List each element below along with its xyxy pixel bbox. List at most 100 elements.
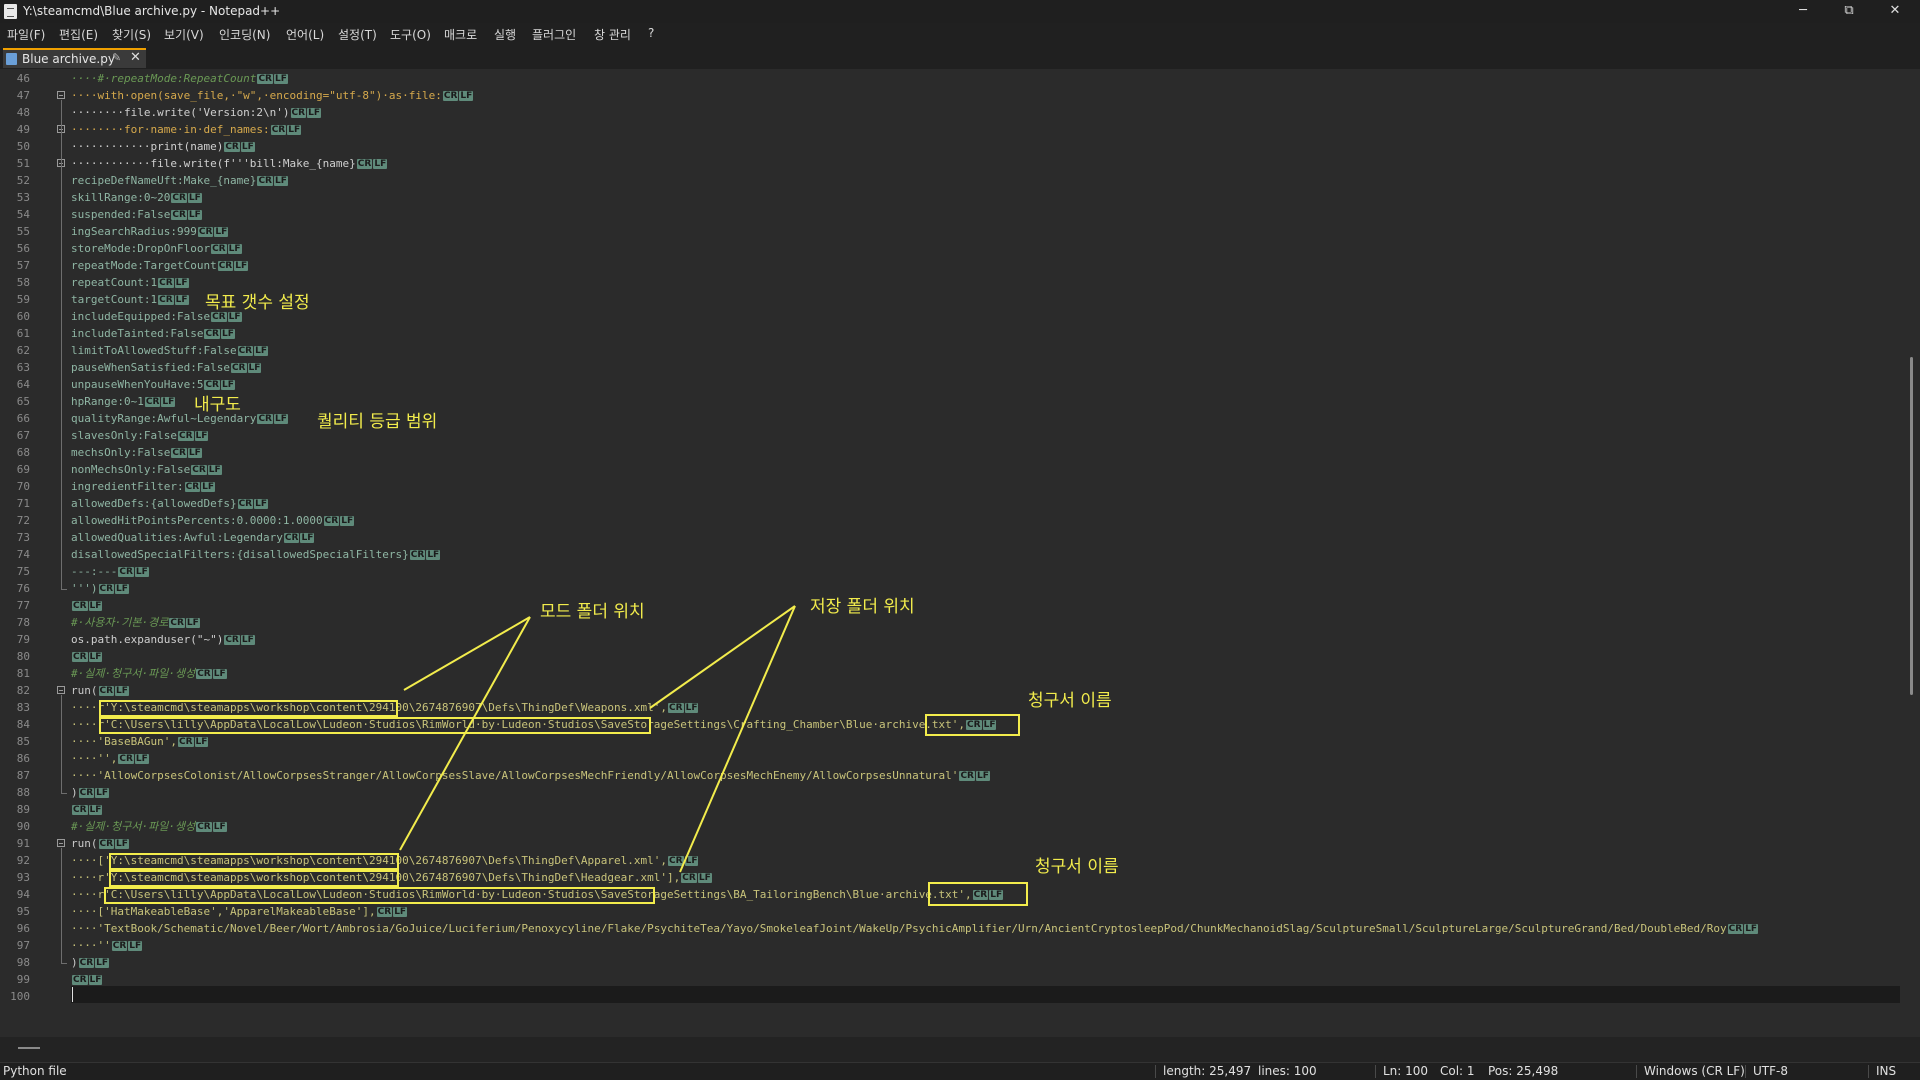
eol-cr-marker: CR xyxy=(72,652,88,662)
eol-lf-marker: LF xyxy=(187,193,202,203)
code-text: run( xyxy=(71,684,98,697)
eol-cr-marker: CR xyxy=(204,329,220,339)
eol-cr-marker: CR xyxy=(224,635,240,645)
tab-close-icon[interactable]: ✕ xyxy=(130,50,141,65)
menu-plugins[interactable]: 플러그인 xyxy=(532,28,577,42)
eol-cr-marker: CR xyxy=(230,363,247,373)
line-number: 99 xyxy=(16,973,30,986)
menu-macro[interactable]: 매크로 xyxy=(444,28,478,42)
fold-toggle-icon[interactable] xyxy=(57,686,65,694)
code-text: #·사용자·기본·경로 xyxy=(71,616,169,629)
menu-window[interactable]: 창 관리 xyxy=(594,28,631,42)
code-text: ) xyxy=(71,956,78,969)
code-line: ····'AllowCorpsesColonist/AllowCorpsesSt… xyxy=(71,767,990,784)
menu-run[interactable]: 실행 xyxy=(494,28,517,42)
line-number: 75 xyxy=(16,565,30,578)
code-text: ingSearchRadius:999 xyxy=(71,225,197,238)
eol-lf-marker: LF xyxy=(684,703,699,713)
horizontal-scroll-thumb[interactable] xyxy=(18,1047,40,1049)
tab-blue-archive[interactable]: Blue archive.py ✎ ✕ xyxy=(3,48,146,68)
line-number: 98 xyxy=(16,956,30,969)
eol-cr-marker: CR xyxy=(211,312,227,322)
code-text: ---:--- xyxy=(71,565,118,578)
eol-cr-marker: CR xyxy=(171,210,187,220)
pin-icon[interactable]: ✎ xyxy=(112,51,122,64)
eol-lf-marker: LF xyxy=(174,278,189,288)
vertical-scroll-thumb[interactable] xyxy=(1910,357,1913,695)
eol-cr-marker: CR xyxy=(966,720,982,730)
tab-bar: Blue archive.py ✎ ✕ xyxy=(0,44,1920,69)
eol-cr-marker: CR xyxy=(118,754,134,764)
line-number: 94 xyxy=(16,888,30,901)
eol-lf-marker: LF xyxy=(128,941,143,951)
eol-cr-marker: CR xyxy=(211,244,227,254)
status-ln: Ln: 100 xyxy=(1383,1064,1429,1078)
eol-cr-marker: CR xyxy=(72,975,88,985)
line-number: 53 xyxy=(16,191,30,204)
menu-language[interactable]: 언어(L) xyxy=(286,28,325,42)
line-number: 65 xyxy=(16,395,30,408)
code-text: #·실제·청구서·파일·생성 xyxy=(71,667,196,680)
eol-lf-marker: LF xyxy=(254,346,269,356)
menu-tools[interactable]: 도구(O) xyxy=(390,28,431,42)
fold-toggle-icon[interactable] xyxy=(57,91,65,99)
line-number: 86 xyxy=(16,752,30,765)
line-number: 73 xyxy=(16,531,30,544)
menu-file[interactable]: 파일(F) xyxy=(7,28,46,42)
code-line: ····['Y:\steamcmd\steamapps\workshop\con… xyxy=(71,852,699,869)
line-number: 49 xyxy=(16,123,30,136)
code-text: unpauseWhenYouHave:5 xyxy=(71,378,204,391)
vertical-scrollbar[interactable] xyxy=(1900,69,1920,1037)
code-text: ············file.write(f'''bill:Make_{na… xyxy=(71,157,356,170)
eol-cr-marker: CR xyxy=(196,822,212,832)
menu-help[interactable]: ? xyxy=(648,26,655,40)
horizontal-scrollbar[interactable] xyxy=(0,1037,1920,1062)
menu-search[interactable]: 찾기(S) xyxy=(112,28,152,42)
menu-edit[interactable]: 편집(E) xyxy=(59,28,99,42)
menu-settings[interactable]: 설정(T) xyxy=(338,28,377,42)
eol-cr-marker: CR xyxy=(1727,924,1744,934)
fold-end-marker xyxy=(61,589,67,590)
eol-lf-marker: LF xyxy=(88,975,103,985)
menu-view[interactable]: 보기(V) xyxy=(164,28,204,42)
eol-cr-marker: CR xyxy=(197,227,214,237)
eol-cr-marker: CR xyxy=(323,516,340,526)
eol-lf-marker: LF xyxy=(459,91,474,101)
code-text: recipeDefNameUft:Make_{name} xyxy=(71,174,257,187)
restore-button[interactable]: ⧉ xyxy=(1844,3,1854,18)
status-bar: Python file length: 25,497 lines: 100 Ln… xyxy=(0,1062,1920,1080)
line-number: 54 xyxy=(16,208,30,221)
code-text: includeTainted:False xyxy=(71,327,204,340)
code-text: ····with·open(save_file,·"w",·encoding="… xyxy=(71,89,442,102)
fold-guide-line xyxy=(61,695,62,793)
eol-lf-marker: LF xyxy=(273,414,288,424)
eol-cr-marker: CR xyxy=(668,856,684,866)
fold-toggle-icon[interactable] xyxy=(57,839,65,847)
eol-lf-marker: LF xyxy=(201,482,216,492)
line-number: 78 xyxy=(16,616,30,629)
close-window-button[interactable]: ✕ xyxy=(1889,3,1901,18)
eol-lf-marker: LF xyxy=(88,652,103,662)
code-text: suspended:False xyxy=(71,208,171,221)
minimize-button[interactable]: ─ xyxy=(1799,3,1807,18)
eol-cr-marker: CR xyxy=(237,499,254,509)
menu-encoding[interactable]: 인코딩(N) xyxy=(219,28,271,42)
eol-cr-marker: CR xyxy=(196,669,212,679)
eol-cr-marker: CR xyxy=(191,465,207,475)
code-line: ····r'Y:\steamcmd\steamapps\workshop\con… xyxy=(71,869,712,886)
line-number: 56 xyxy=(16,242,30,255)
line-number: 68 xyxy=(16,446,30,459)
status-length: length: 25,497 xyxy=(1163,1064,1252,1078)
eol-cr-marker: CR xyxy=(169,618,185,628)
